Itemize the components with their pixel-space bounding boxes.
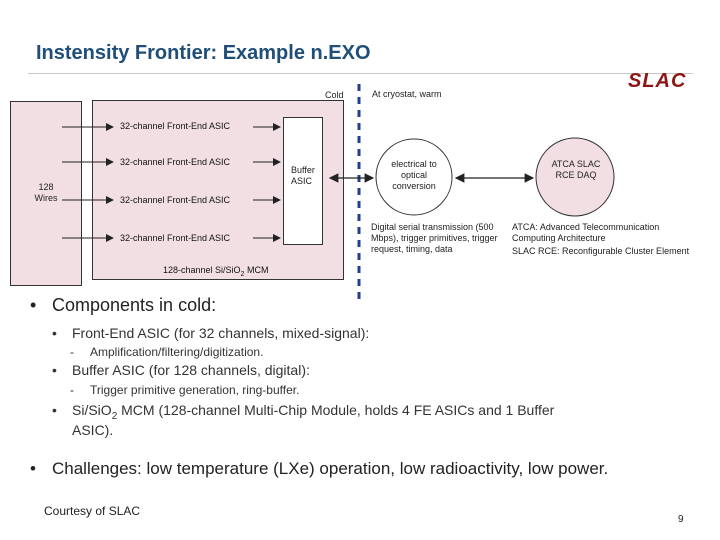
page-title: Instensity Frontier: Example n.EXO <box>36 42 371 64</box>
warm-label: At cryostat, warm <box>372 89 442 99</box>
mcm-label: 128-channel Si/SiO2 MCM <box>163 265 269 278</box>
bullet-challenges: •Challenges: low temperature (LXe) opera… <box>30 459 609 478</box>
fe-asic-4: 32-channel Front-End ASIC <box>120 233 231 243</box>
bullet-buffer-asic: •Buffer ASIC (for 128 channels, digital)… <box>52 362 310 378</box>
fe-asic-2: 32-channel Front-End ASIC <box>120 157 231 167</box>
cold-label: Cold <box>325 90 344 100</box>
transmission-note: Digital serial transmission (500 Mbps), … <box>371 222 498 254</box>
atca-note-2: SLAC RCE: Reconfigurable Cluster Element <box>512 246 690 256</box>
bullet-mcm: •Si/SiO2 MCM (128-channel Multi-Chip Mod… <box>52 402 555 422</box>
bullet-fe-sub: -Amplification/filtering/digitization. <box>70 345 264 359</box>
wires-label: 128 Wires <box>34 182 58 203</box>
atca-note-1: ATCA: Advanced Telecommunication Computi… <box>512 222 660 243</box>
slac-logo: SLAC <box>628 70 687 92</box>
atca-circle <box>535 137 615 217</box>
converter-label-top: electrical to optical conversion <box>391 159 437 191</box>
fe-asic-3: 32-channel Front-End ASIC <box>120 195 231 205</box>
title-divider <box>28 73 693 74</box>
diagram-lines <box>62 84 615 300</box>
buffer-asic-label: Buffer ASIC <box>291 165 315 186</box>
wires-box <box>10 101 82 286</box>
atca-label-top: ATCA SLAC RCE DAQ <box>551 159 601 180</box>
converter-ellipse <box>375 138 453 216</box>
bullet-fe-asic: •Front-End ASIC (for 32 channels, mixed-… <box>52 325 370 341</box>
bullet-buffer-sub: -Trigger primitive generation, ring-buff… <box>70 383 300 397</box>
bullet-mcm-line2: ASIC). <box>72 422 114 438</box>
fe-asic-1: 32-channel Front-End ASIC <box>120 121 231 131</box>
buffer-asic-box <box>283 117 323 245</box>
bullet-components: •Components in cold: <box>30 295 217 315</box>
courtesy-note: Courtesy of SLAC <box>44 504 141 518</box>
page-number: 9 <box>678 514 684 525</box>
